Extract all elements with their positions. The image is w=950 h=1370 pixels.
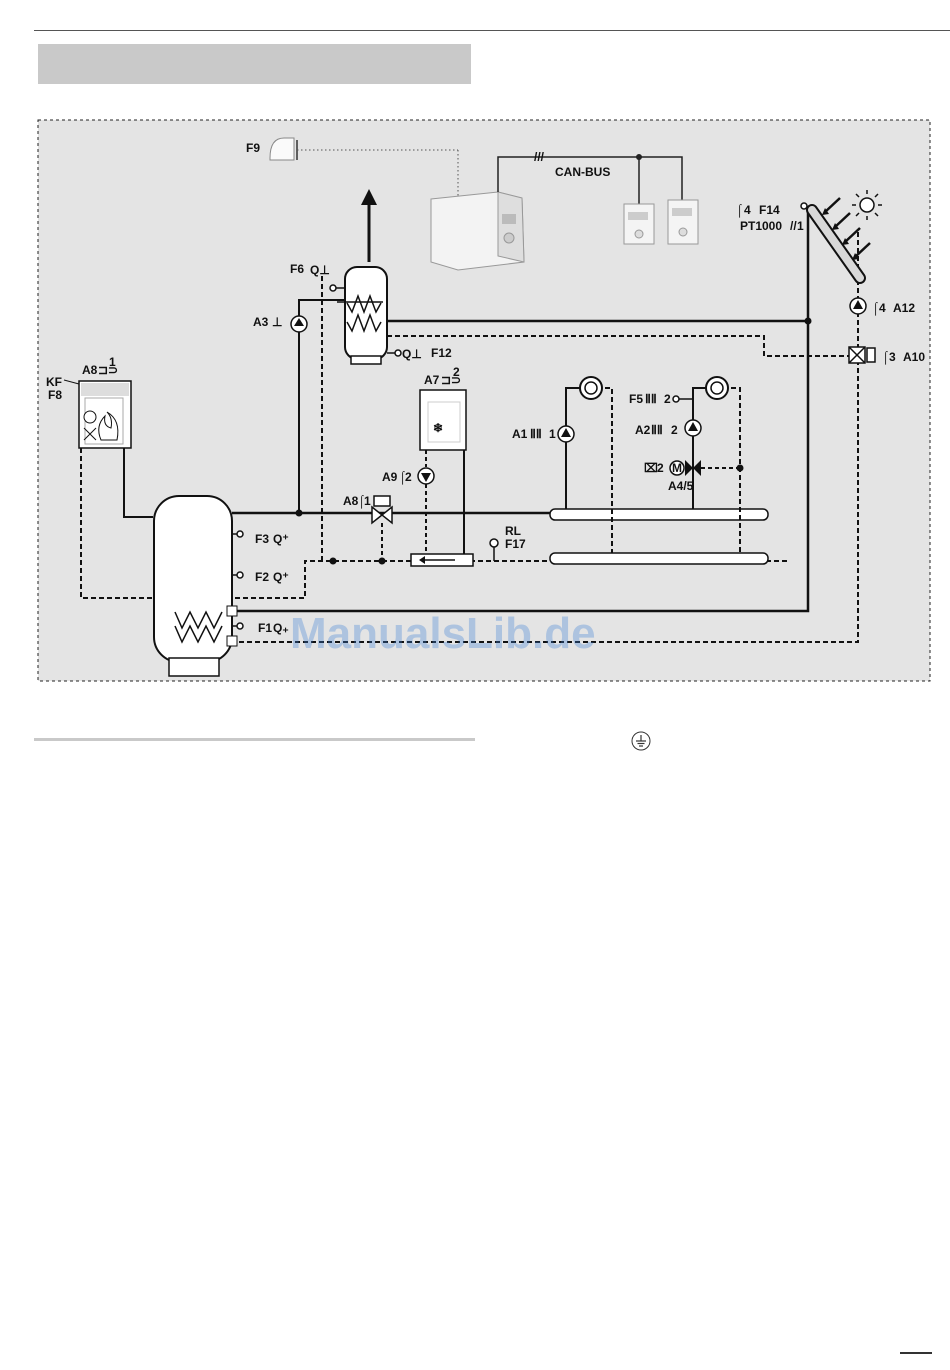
svg-text:⌠: ⌠ [736,203,743,218]
temp-sensor-glyph-F6: Q⊥ [310,263,330,277]
radiator-icon-A1: ⅡⅡ [530,427,542,441]
label-F14: F14 [759,203,780,217]
label-F3: F3 [255,532,269,546]
num-3-A10: 3 [889,350,896,364]
flow-header [550,509,768,520]
label-F17: F17 [505,537,526,551]
num-2-A9: 2 [405,470,412,484]
remote-unit-1 [624,204,654,244]
label-KF: KF [46,375,62,389]
page-number-dash [900,1352,932,1354]
return-header [550,553,768,564]
label-A10: A10 [903,350,925,364]
temp-sensor-glyph-F12: Q⊥ [402,347,422,361]
label-A3: A3 [253,315,269,329]
label-A8-valve: A8 [343,494,359,508]
snowflake-icon: ❄ [433,421,443,435]
sensor-F17 [490,539,498,547]
label-A6-boiler: A8 [82,363,98,377]
radiator-A1 [580,377,602,399]
label-A1: A1 [512,427,528,441]
num-4-F14: 4 [744,203,751,217]
num-2-A7: 2 [453,365,460,379]
hydraulic-schema-diagram: F9 /// CAN-BUS F6 Q⊥ Q⊥ F12 A3 ⊥ [0,0,950,700]
svg-text:ⅡⅡ: ⅡⅡ [645,392,657,406]
section-rule [34,738,475,741]
label-F2: F2 [255,570,269,584]
num-2-A2: 2 [671,423,678,437]
label-can-bus: CAN-BUS [555,165,610,179]
label-F1: F1 [258,621,272,635]
valve-A10 [849,347,875,363]
ground-icon [631,731,651,751]
controller-unit [431,192,524,270]
label-A2: A2 [635,423,651,437]
boiler-unit [79,381,131,448]
label-RL: RL [505,524,521,538]
svg-text:⌧: ⌧ [644,461,658,475]
chiller-unit-A7: ❄ [420,390,466,450]
num-1-A1: 1 [549,427,556,441]
label-F9: F9 [246,141,260,155]
num-1-A8: 1 [364,494,371,508]
pump-symbol-A3: ⊥ [272,315,282,329]
bus-slashes: /// [534,150,545,164]
label-F12: F12 [431,346,452,360]
num-1-pt1000: 1 [797,219,804,233]
heat-exchanger [411,554,473,566]
sensor-F5 [673,396,679,402]
label-F8: F8 [48,388,62,402]
label-A7: A7 [424,373,440,387]
svg-text:ⅡⅡ: ⅡⅡ [651,423,663,437]
svg-text:Q⁺: Q⁺ [273,570,289,584]
num-2-A4: 2 [657,461,664,475]
label-pt1000: PT1000 [740,219,782,233]
watermark: ManualsLib.de [290,609,596,658]
dhw-storage-tank [337,267,387,364]
motor-icon: M [672,461,682,475]
svg-text:Q⁺: Q⁺ [273,532,289,546]
label-A4-5: A4/5 [668,479,694,493]
remote-unit-2 [668,200,698,244]
label-A9: A9 [382,470,398,484]
radiator-A2 [706,377,728,399]
label-F5: F5 [629,392,643,406]
svg-text:Q₊: Q₊ [273,621,289,635]
label-A12: A12 [893,301,915,315]
buffer-storage-tank [154,496,237,676]
num-1-boiler: 1 [109,355,116,369]
num-4-A12: 4 [879,301,886,315]
label-F6: F6 [290,262,304,276]
num-2-F5: 2 [664,392,671,406]
